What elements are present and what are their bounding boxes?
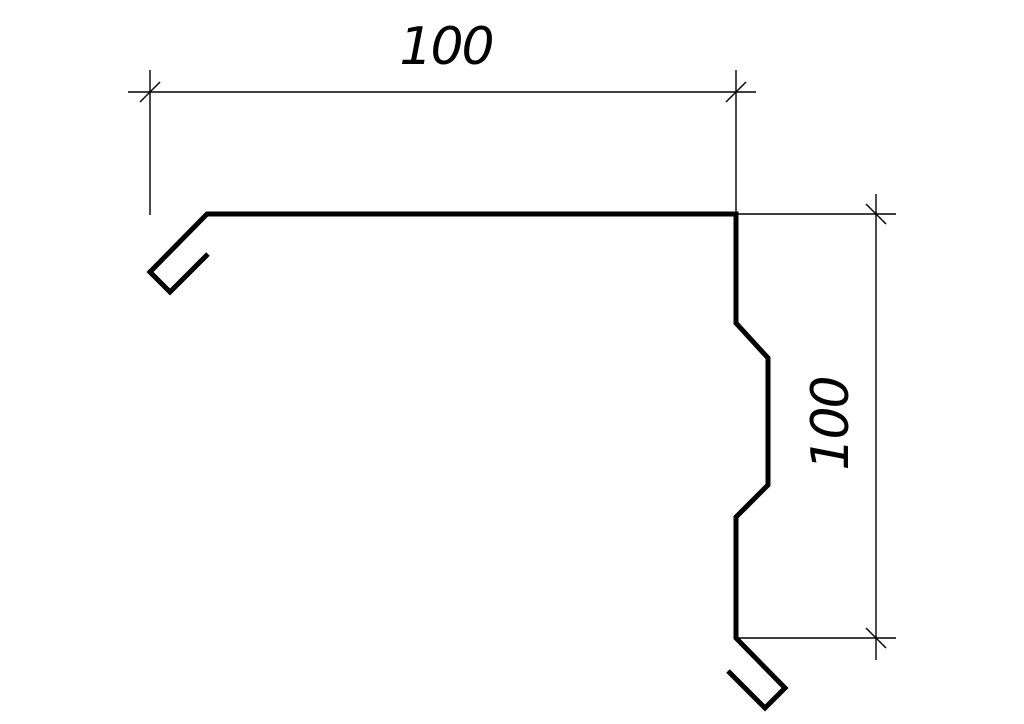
vertical-dimension-tick-bottom	[865, 627, 887, 649]
flashing-profile	[146, 211, 789, 712]
vertical-dimension-tick-top	[865, 203, 887, 225]
horizontal-dimension: 100	[128, 17, 756, 215]
horizontal-dimension-tick-left	[139, 81, 161, 103]
vertical-dimension: 100	[736, 194, 896, 660]
profile-outline	[146, 211, 789, 712]
horizontal-dimension-tick-right	[725, 81, 747, 103]
horizontal-dimension-label: 100	[399, 17, 492, 77]
vertical-dimension-label: 100	[801, 377, 861, 470]
